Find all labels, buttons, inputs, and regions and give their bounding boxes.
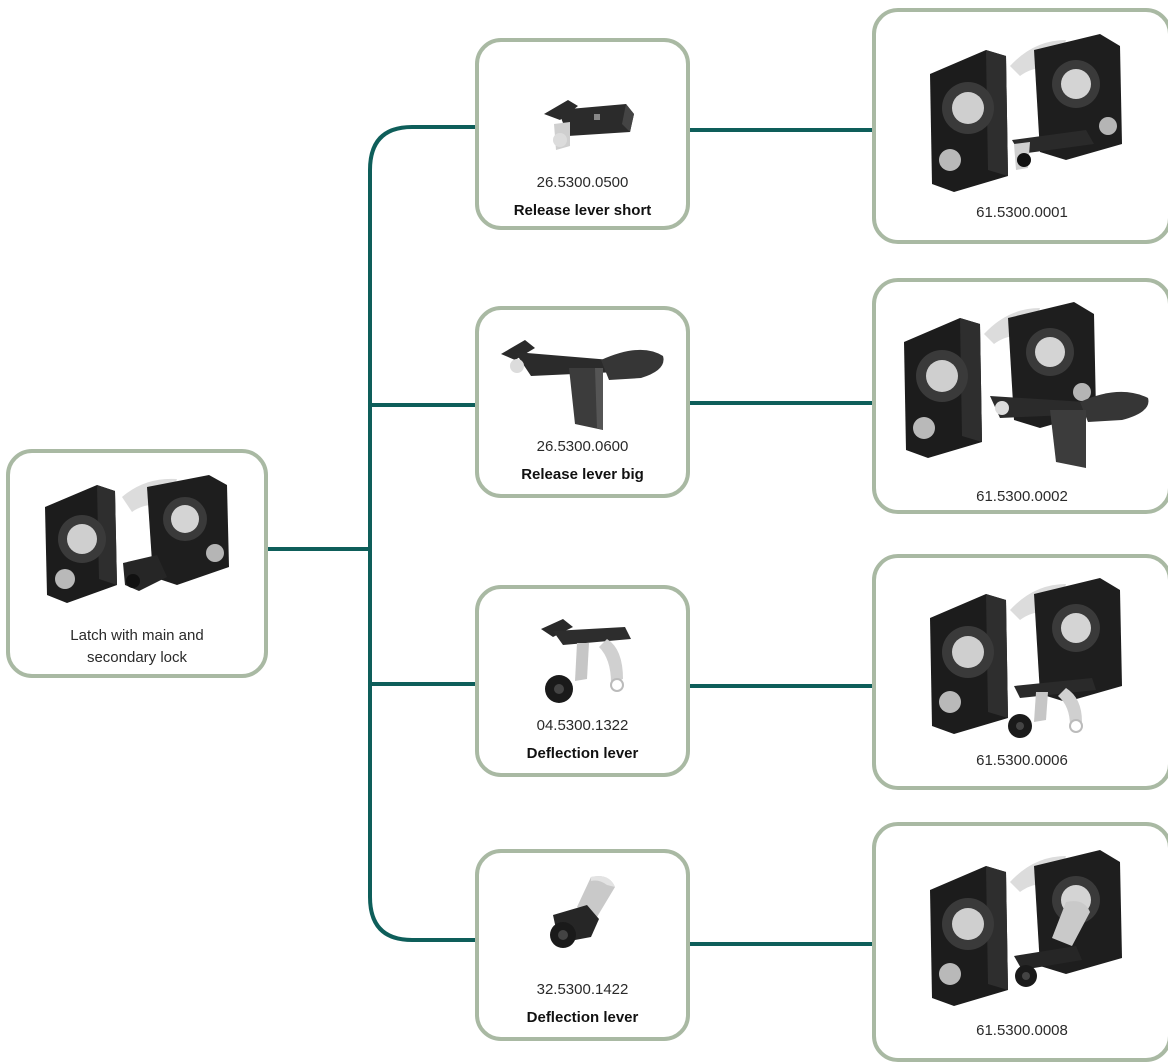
result-card-1: 61.5300.0001 [872, 8, 1168, 244]
part-name-4: Deflection lever [526, 1009, 639, 1026]
result-code-2: 61.5300.0002 [976, 488, 1068, 505]
part-card-1: 26.5300.0500 Release lever short [475, 38, 690, 230]
release-lever-big-image [501, 340, 664, 430]
part-card-3: 04.5300.1322 Deflection lever [475, 585, 690, 777]
part-card-4: 32.5300.1422 Deflection lever [475, 849, 690, 1041]
deflection-lever-wheel-image [541, 619, 631, 703]
root-label-line-1: Latch with main and [70, 627, 204, 644]
result-card-2: 61.5300.0002 [872, 278, 1168, 514]
part-name-2: Release lever big [521, 466, 644, 483]
result-code-4: 61.5300.0008 [976, 1022, 1068, 1039]
part-name-3: Deflection lever [526, 745, 639, 762]
root-node-card: Latch with main and secondary lock [6, 449, 268, 678]
latch-main-secondary-lock-image [45, 475, 229, 603]
connector-trunk [368, 125, 413, 942]
release-lever-short-image [544, 100, 634, 150]
result-card-3: 61.5300.0006 [872, 554, 1168, 790]
result-card-4: 61.5300.0008 [872, 822, 1168, 1062]
deflection-lever-flag-image [550, 876, 615, 948]
part-card-2: 26.5300.0600 Release lever big [475, 306, 690, 498]
part-code-3: 04.5300.1322 [536, 717, 629, 734]
part-code-1: 26.5300.0500 [536, 174, 629, 191]
latch-with-release-lever-short-image [930, 34, 1122, 192]
result-code-3: 61.5300.0006 [976, 752, 1068, 769]
part-code-2: 26.5300.0600 [536, 438, 629, 455]
root-label-line-2: secondary lock [86, 649, 188, 666]
latch-with-release-lever-big-image [904, 302, 1149, 468]
part-code-4: 32.5300.1422 [536, 981, 629, 998]
latch-with-deflection-lever-wheel-image [930, 578, 1122, 738]
part-name-1: Release lever short [513, 202, 652, 219]
latch-with-deflection-lever-flag-image [930, 850, 1122, 1006]
result-code-1: 61.5300.0001 [976, 204, 1068, 221]
